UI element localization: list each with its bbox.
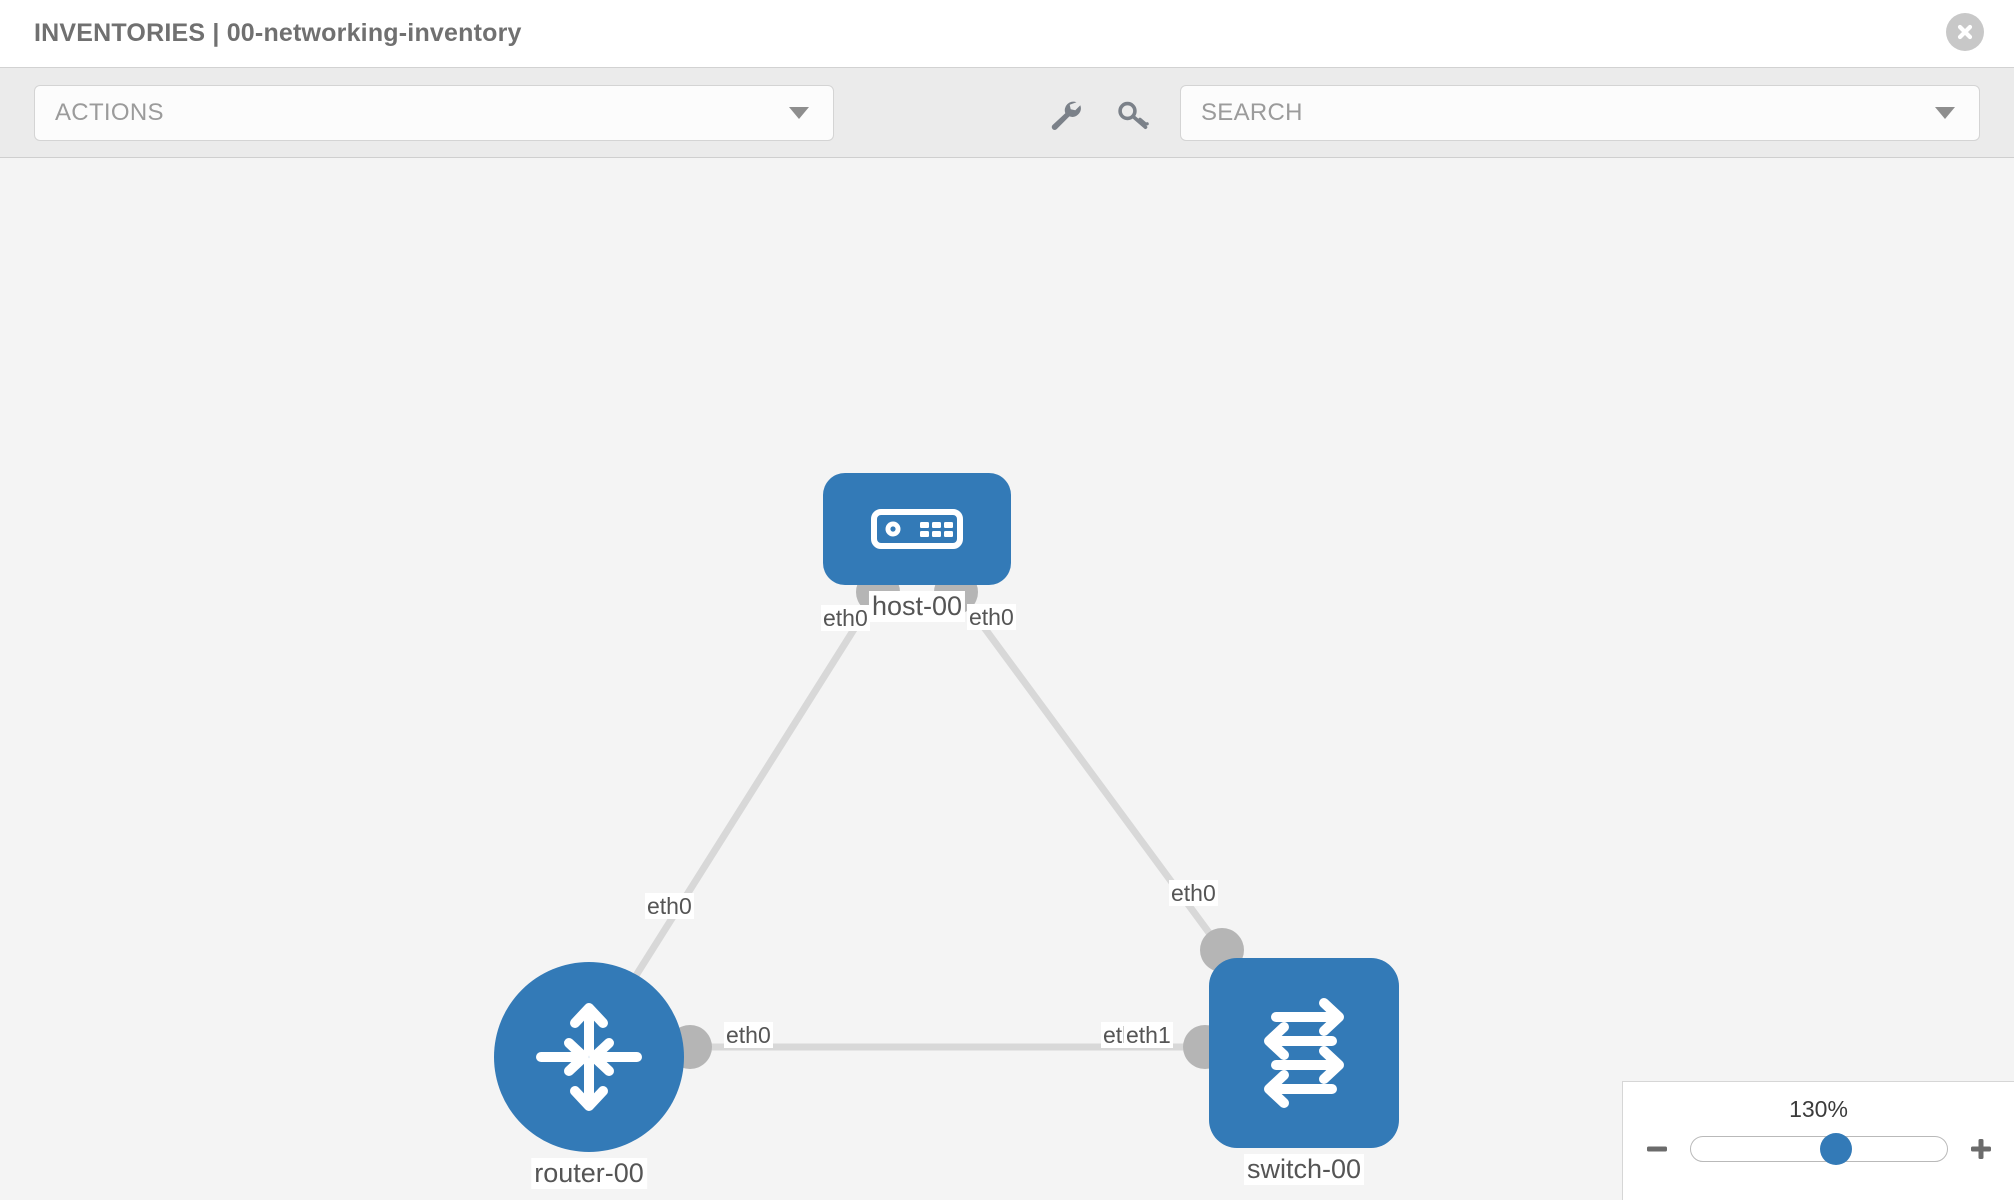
zoom-slider-thumb[interactable] xyxy=(1820,1133,1853,1165)
search-input[interactable]: SEARCH xyxy=(1180,85,1980,141)
topology-edges xyxy=(622,585,1238,1051)
topology-node-router-00[interactable]: router-00 xyxy=(494,962,684,1190)
iface-label-host-right: eth0 xyxy=(967,604,1016,631)
topology-node-switch-00[interactable]: switch-00 xyxy=(1209,958,1399,1186)
edge-host-router xyxy=(622,586,883,995)
page-title: INVENTORIES | 00-networking-inventory xyxy=(34,19,522,47)
iface-label-router-right: eth0 xyxy=(724,1022,773,1049)
zoom-slider-row xyxy=(1623,1132,2014,1166)
host-node-shape xyxy=(823,473,1011,585)
switch-arrows-icon xyxy=(1264,998,1344,1108)
search-placeholder: SEARCH xyxy=(1201,99,1303,126)
actions-dropdown[interactable]: ACTIONS xyxy=(34,85,834,141)
chevron-down-icon xyxy=(789,107,809,119)
minus-icon[interactable] xyxy=(1640,1132,1674,1166)
wrench-icon[interactable] xyxy=(1047,98,1083,132)
iface-label-switch-up: eth0 xyxy=(1169,880,1218,907)
iface-label-host-left: eth0 xyxy=(821,605,870,632)
iface-label-router-up: eth0 xyxy=(645,893,694,920)
topology-canvas[interactable]: host-00 xyxy=(0,158,2014,1200)
router-arrows-icon xyxy=(536,1003,642,1111)
router-node-shape xyxy=(494,962,684,1152)
zoom-slider[interactable] xyxy=(1689,1133,1948,1165)
iface-label-switch-left: eth1 xyxy=(1124,1022,1173,1049)
toolbar: ACTIONS SEARCH xyxy=(0,67,2014,158)
server-icon xyxy=(871,509,963,549)
node-label-host-00: host-00 xyxy=(868,591,966,623)
title-bar: INVENTORIES | 00-networking-inventory xyxy=(0,0,2014,67)
edge-host-switch xyxy=(952,585,1238,971)
key-icon[interactable] xyxy=(1115,98,1151,132)
plus-icon[interactable] xyxy=(1964,1132,1998,1166)
node-label-switch-00: switch-00 xyxy=(1243,1154,1365,1186)
switch-node-shape xyxy=(1209,958,1399,1148)
chevron-down-icon[interactable] xyxy=(1935,107,1955,119)
node-label-router-00: router-00 xyxy=(531,1158,647,1190)
topology-node-host-00[interactable]: host-00 xyxy=(823,473,1011,623)
close-icon[interactable] xyxy=(1946,13,1984,51)
zoom-level-value: 130% xyxy=(1789,1096,1848,1122)
zoom-control-panel: 130% xyxy=(1622,1081,2014,1200)
actions-dropdown-label: ACTIONS xyxy=(55,99,164,126)
